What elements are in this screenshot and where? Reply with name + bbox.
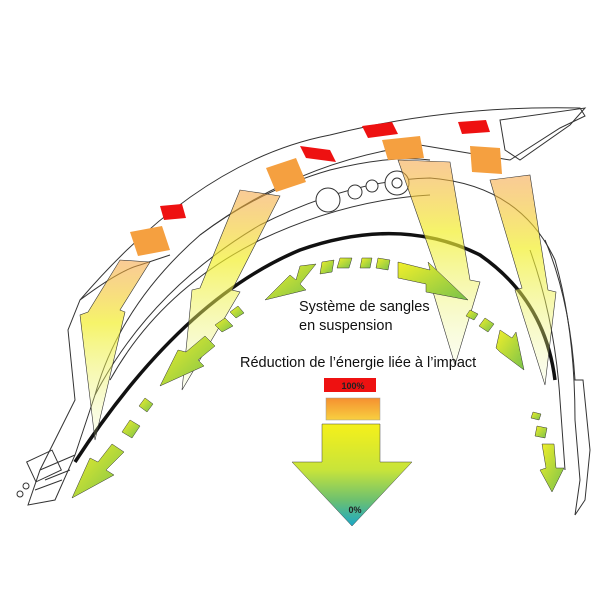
legend-0-percent: 0% xyxy=(348,505,362,515)
legend-100-percent: 100% xyxy=(341,381,365,391)
energy-arrow-top-left xyxy=(264,257,353,301)
legend-orange-bar xyxy=(325,397,381,421)
suspension-system-label: Système de sangles en suspension xyxy=(299,298,430,336)
suspension-system-line1: Système de sangles xyxy=(299,299,430,315)
legend-100-bar xyxy=(324,378,376,392)
energy-arrow-left-upper xyxy=(159,305,245,387)
gradient-legend-arrow xyxy=(291,423,413,527)
adjuster-gears-icon xyxy=(315,170,410,213)
energy-arrow-left-lower xyxy=(71,397,154,499)
impact-marks-red xyxy=(160,120,490,220)
impact-marks-orange xyxy=(130,136,502,256)
energy-arrow-top-right xyxy=(359,257,469,301)
energy-arrow-right-upper xyxy=(465,309,525,371)
suspension-system-line2: en suspension xyxy=(299,318,393,334)
energy-arrow-right-lower xyxy=(530,411,565,493)
energy-reduction-label: Réduction de l’énergie liée à l’impact xyxy=(240,355,477,371)
energy-legend xyxy=(291,378,413,527)
